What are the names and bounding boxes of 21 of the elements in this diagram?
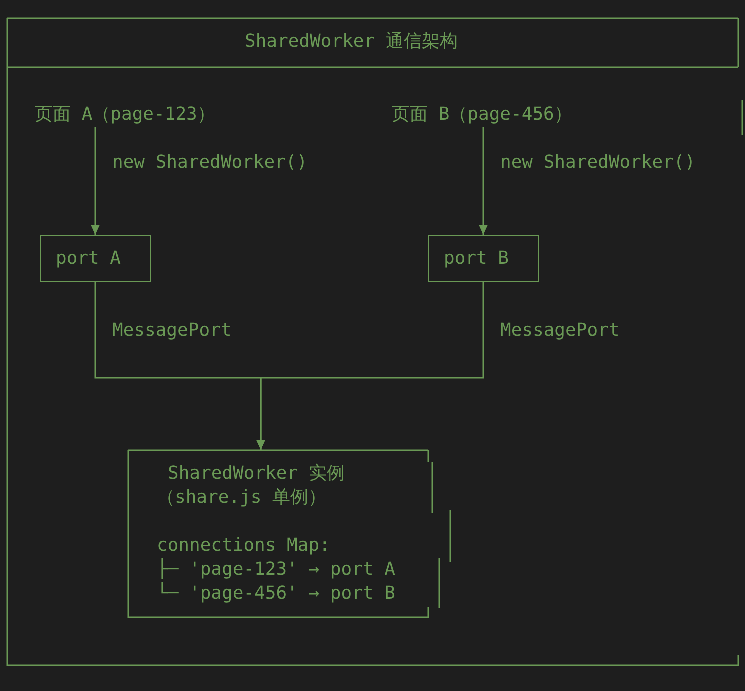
edge-label: MessagePort	[500, 319, 620, 343]
port-box	[40, 235, 151, 282]
merge-arrow	[256, 282, 484, 450]
arrow	[91, 127, 100, 235]
port-label: port A	[56, 246, 122, 270]
page-label: 页面 A（page-123）	[35, 103, 216, 127]
frame-box	[7, 18, 744, 666]
port-box	[428, 235, 539, 282]
edge-label: MessagePort	[112, 319, 232, 343]
panel-heading: SharedWorker 实例	[168, 462, 345, 486]
worker-panel	[128, 450, 452, 618]
frame-title: SharedWorker 通信架构	[245, 30, 458, 54]
edge-label: new SharedWorker()	[112, 151, 308, 175]
map-entry: └─ 'page-456' → port B	[157, 582, 396, 606]
arrow	[479, 127, 488, 235]
map-heading: connections Map:	[157, 534, 330, 558]
port-label: port B	[444, 246, 510, 270]
panel-subheading: （share.js 单例）	[157, 486, 327, 510]
edge-label: new SharedWorker()	[500, 151, 696, 175]
page-label: 页面 B（page-456）	[392, 103, 572, 127]
map-entry: ├─ 'page-123' → port A	[157, 558, 396, 582]
